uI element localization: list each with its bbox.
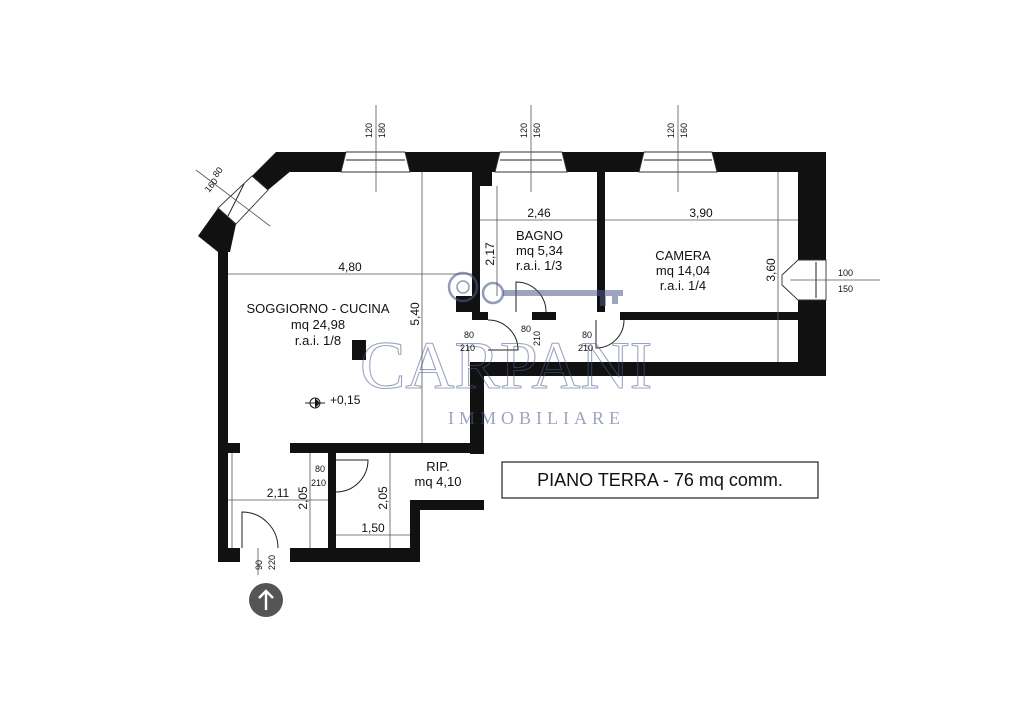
- windows: [217, 151, 827, 301]
- wall-camera-front: [620, 312, 798, 320]
- room-camera: CAMERA mq 14,04 r.a.i. 1/4: [655, 248, 711, 293]
- room-area: mq 5,34: [516, 243, 563, 258]
- wall-top-1: [290, 152, 346, 172]
- wall-bagno-stub-1: [472, 312, 488, 320]
- door-entry-h: 220: [267, 555, 277, 570]
- wall-rip-left: [328, 453, 336, 553]
- arrow-up-icon: [249, 583, 283, 617]
- wall-top-2: [405, 152, 500, 172]
- brand-watermark: CARPANI IMMOBILIARE: [359, 271, 653, 428]
- door-bagno-h: 210: [532, 331, 542, 346]
- room-bagno: BAGNO mq 5,34 r.a.i. 1/3: [516, 228, 563, 273]
- win-corner-w: 80: [211, 165, 225, 179]
- dim-bagno-depth: 2,17: [483, 242, 497, 266]
- level-marker-icon: [305, 397, 325, 409]
- door-living-h: 210: [460, 343, 475, 353]
- door-camera-swing: [595, 319, 625, 349]
- win-living-w: 120: [364, 123, 374, 138]
- dim-rip-depth: 2,05: [376, 486, 390, 510]
- door-camera-h: 210: [578, 343, 593, 353]
- walls: [198, 152, 826, 562]
- door-rip-h: 210: [311, 478, 326, 488]
- wall-ingresso-stub: [228, 443, 240, 453]
- room-rip: RIP. mq 4,10: [415, 459, 462, 489]
- room-name: CAMERA: [655, 248, 711, 263]
- brand-subtitle: IMMOBILIARE: [448, 408, 625, 428]
- wall-left: [218, 250, 228, 562]
- door-entry-swing: [241, 511, 279, 549]
- window-living: [340, 151, 411, 173]
- door-living-w: 80: [464, 330, 474, 340]
- level-mark: +0,15: [330, 393, 361, 407]
- room-name: BAGNO: [516, 228, 563, 243]
- room-area: mq 4,10: [415, 474, 462, 489]
- brand-name: CARPANI: [360, 327, 652, 403]
- door-bagno-w: 80: [521, 324, 531, 334]
- door-entry-w: 90: [254, 560, 264, 570]
- doors: [241, 281, 625, 549]
- wall-corner-upper: [252, 152, 292, 190]
- door-living-swing: [487, 319, 519, 351]
- door-rip-swing: [335, 459, 369, 493]
- wall-bagno-right: [597, 172, 605, 312]
- wall-bottom-right: [290, 548, 420, 562]
- wall-bagno-pillar: [456, 296, 478, 312]
- dimension-lines: [195, 105, 880, 575]
- door-rip-w: 80: [315, 464, 325, 474]
- wall-column: [352, 340, 366, 360]
- wall-corner-lower: [198, 208, 236, 252]
- room-rai: r.a.i. 1/4: [660, 278, 706, 293]
- room-area: mq 14,04: [656, 263, 710, 278]
- dim-soggiorno-width: 4,80: [338, 260, 362, 274]
- room-soggiorno: SOGGIORNO - CUCINA mq 24,98 r.a.i. 1/8: [246, 301, 389, 348]
- dim-ingresso-width: 2,11: [267, 486, 290, 500]
- dim-camera-width: 3,90: [689, 206, 713, 220]
- wall-bagno-left: [472, 172, 480, 312]
- dim-bagno-width: 2,46: [527, 206, 551, 220]
- wall-top-3: [562, 152, 644, 172]
- room-name: RIP.: [426, 459, 450, 474]
- plan-title: PIANO TERRA - 76 mq comm.: [501, 461, 819, 499]
- win-camera-w: 120: [666, 123, 676, 138]
- dim-camera-depth: 3,60: [764, 258, 778, 282]
- win-camera-h: 160: [679, 123, 689, 138]
- wall-corridor-right: [470, 362, 484, 454]
- win-living-h: 180: [377, 123, 387, 138]
- wall-right-upper: [798, 152, 826, 260]
- room-name: SOGGIORNO - CUCINA: [246, 301, 389, 316]
- dimension-labels: 4,80 5,40 2,46 2,17 3,90 3,60 2,11 2,05 …: [267, 206, 778, 535]
- wall-rip-top: [290, 443, 484, 453]
- wall-bagno-stub-2: [532, 312, 556, 320]
- win-side-w: 100: [838, 268, 853, 278]
- key-icon: [447, 271, 623, 306]
- wall-top-4: [712, 152, 826, 172]
- room-rai: r.a.i. 1/3: [516, 258, 562, 273]
- win-bagno-w: 120: [519, 123, 529, 138]
- dim-soggiorno-depth: 5,40: [408, 302, 422, 326]
- win-side-h: 150: [838, 284, 853, 294]
- door-camera-w: 80: [582, 330, 592, 340]
- wall-bottom-camera: [470, 362, 826, 376]
- room-rai: r.a.i. 1/8: [295, 333, 341, 348]
- door-bagno-swing: [515, 281, 547, 313]
- win-bagno-h: 160: [532, 123, 542, 138]
- wall-rip-step-top: [410, 500, 484, 510]
- wall-rip-step-side: [410, 500, 420, 562]
- room-area: mq 24,98: [291, 317, 345, 332]
- wall-bottom-left: [218, 548, 240, 562]
- plan-title-text: PIANO TERRA - 76 mq comm.: [537, 470, 783, 490]
- dim-ingresso-depth: 2,05: [296, 486, 310, 510]
- dim-rip-width: 1,50: [361, 521, 385, 535]
